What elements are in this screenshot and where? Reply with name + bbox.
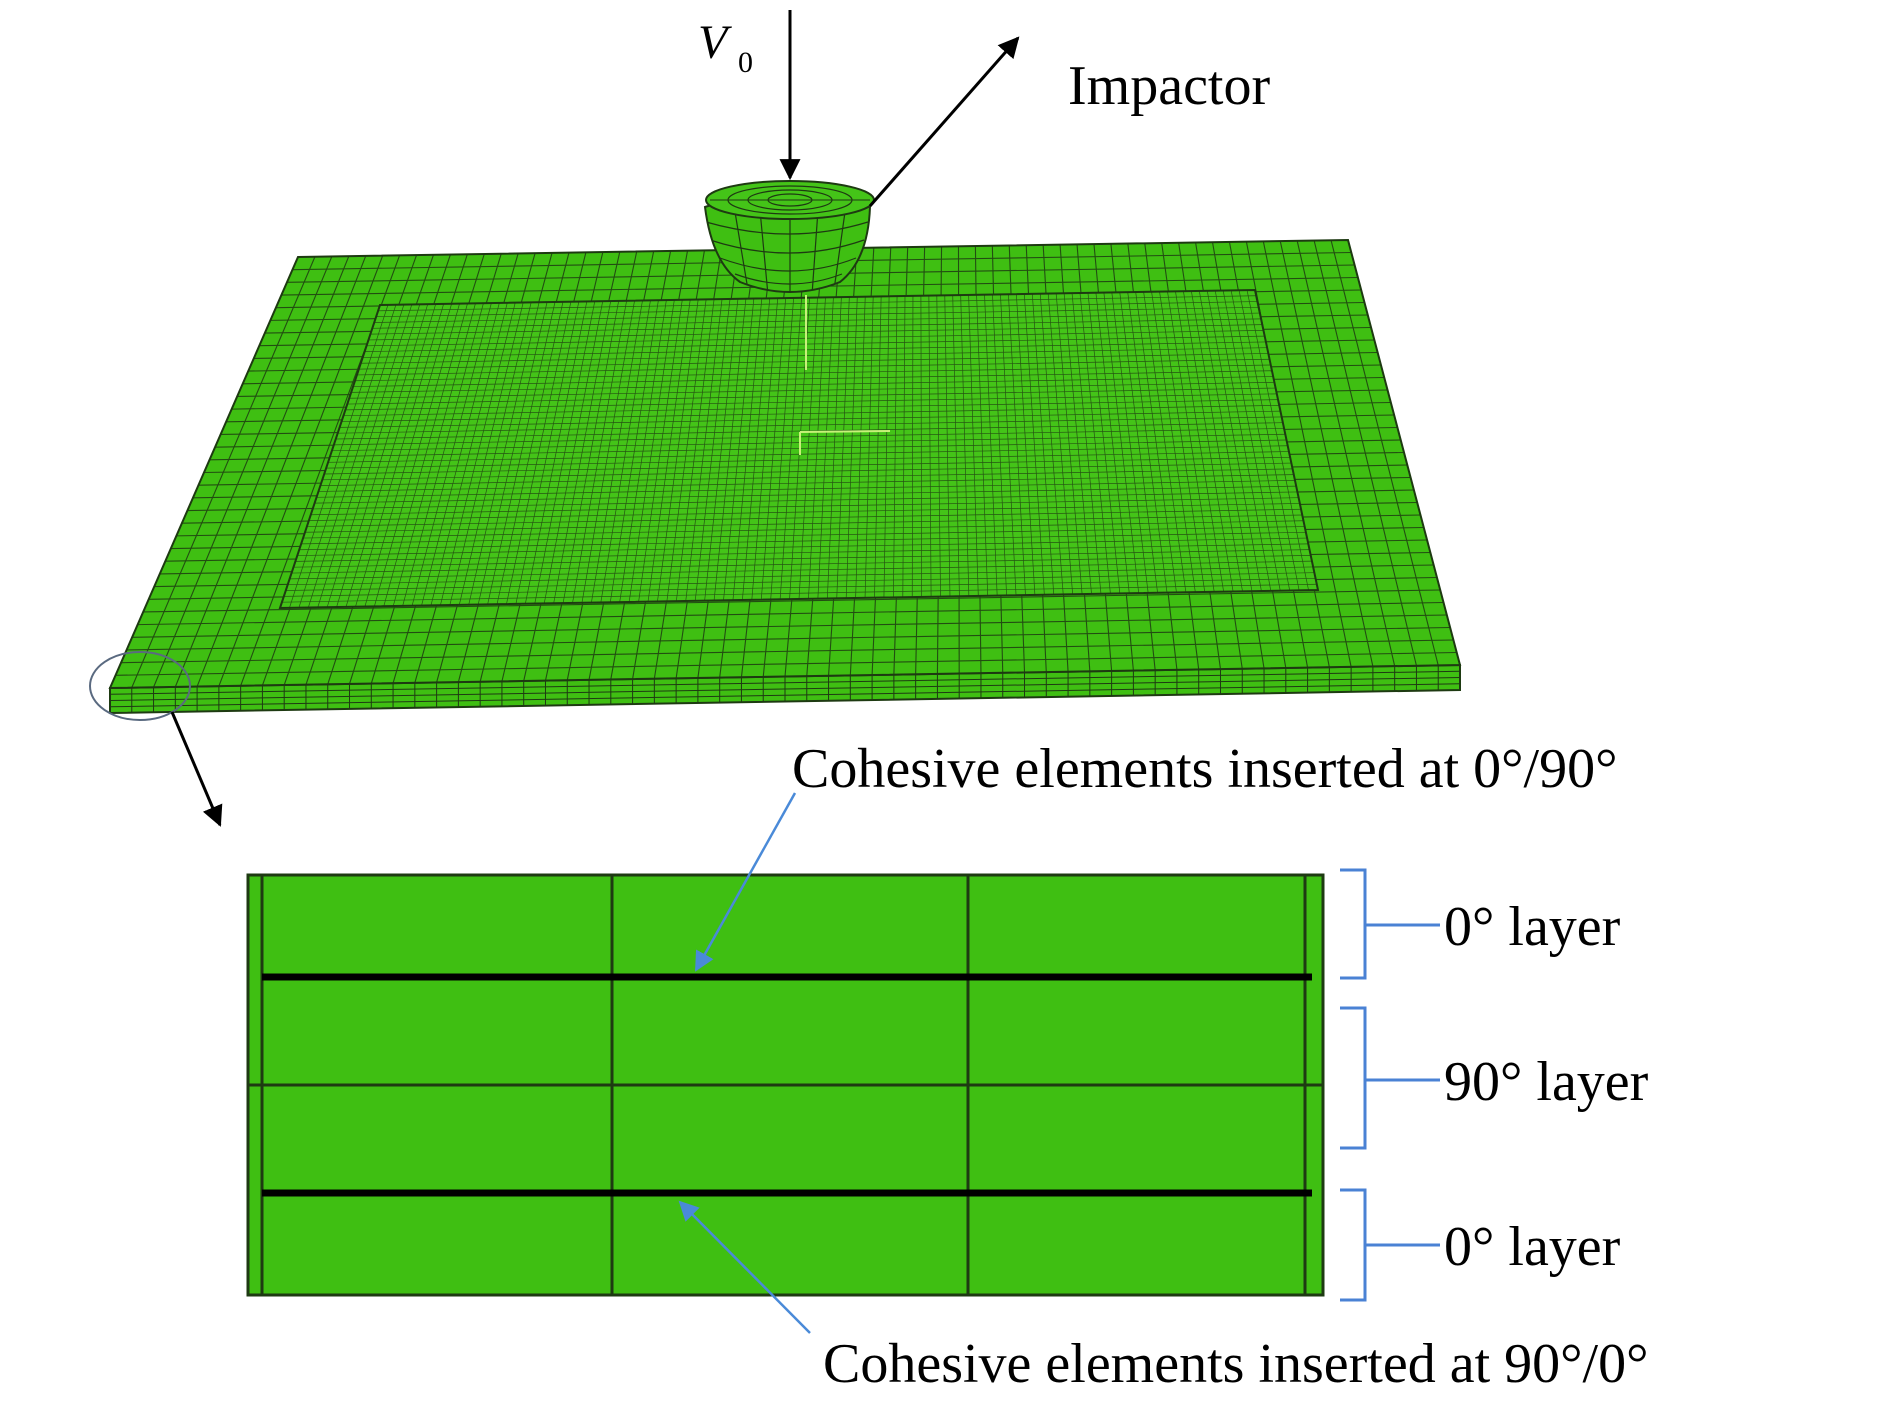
zoom-circle [89, 651, 191, 721]
impactor-pointer-arrow [868, 36, 1020, 207]
cohesive-top-label: Cohesive elements inserted at 0°/90° [792, 738, 1617, 800]
laminate-cross-section [246, 873, 1325, 1297]
layer-label-bottom: 0° layer [1444, 1216, 1621, 1278]
layer-brackets [1340, 868, 1440, 1302]
layer-label-top: 0° layer [1444, 896, 1621, 958]
plate-edge-mesh [109, 665, 1461, 713]
refined-zone-mesh [280, 290, 1318, 608]
impactor-label: Impactor [1068, 55, 1270, 117]
layer-label-middle: 90° layer [1444, 1051, 1649, 1113]
composite-plate [89, 238, 1462, 721]
velocity-subscript: 0 [738, 46, 753, 79]
velocity-symbol: V [698, 16, 732, 69]
cohesive-top-arrow [694, 792, 797, 972]
velocity-label: V 0 [698, 16, 753, 79]
zoom-arrow [170, 711, 223, 827]
cohesive-bottom-arrow [678, 1200, 811, 1334]
cohesive-bottom-label: Cohesive elements inserted at 90°/0° [823, 1333, 1648, 1395]
